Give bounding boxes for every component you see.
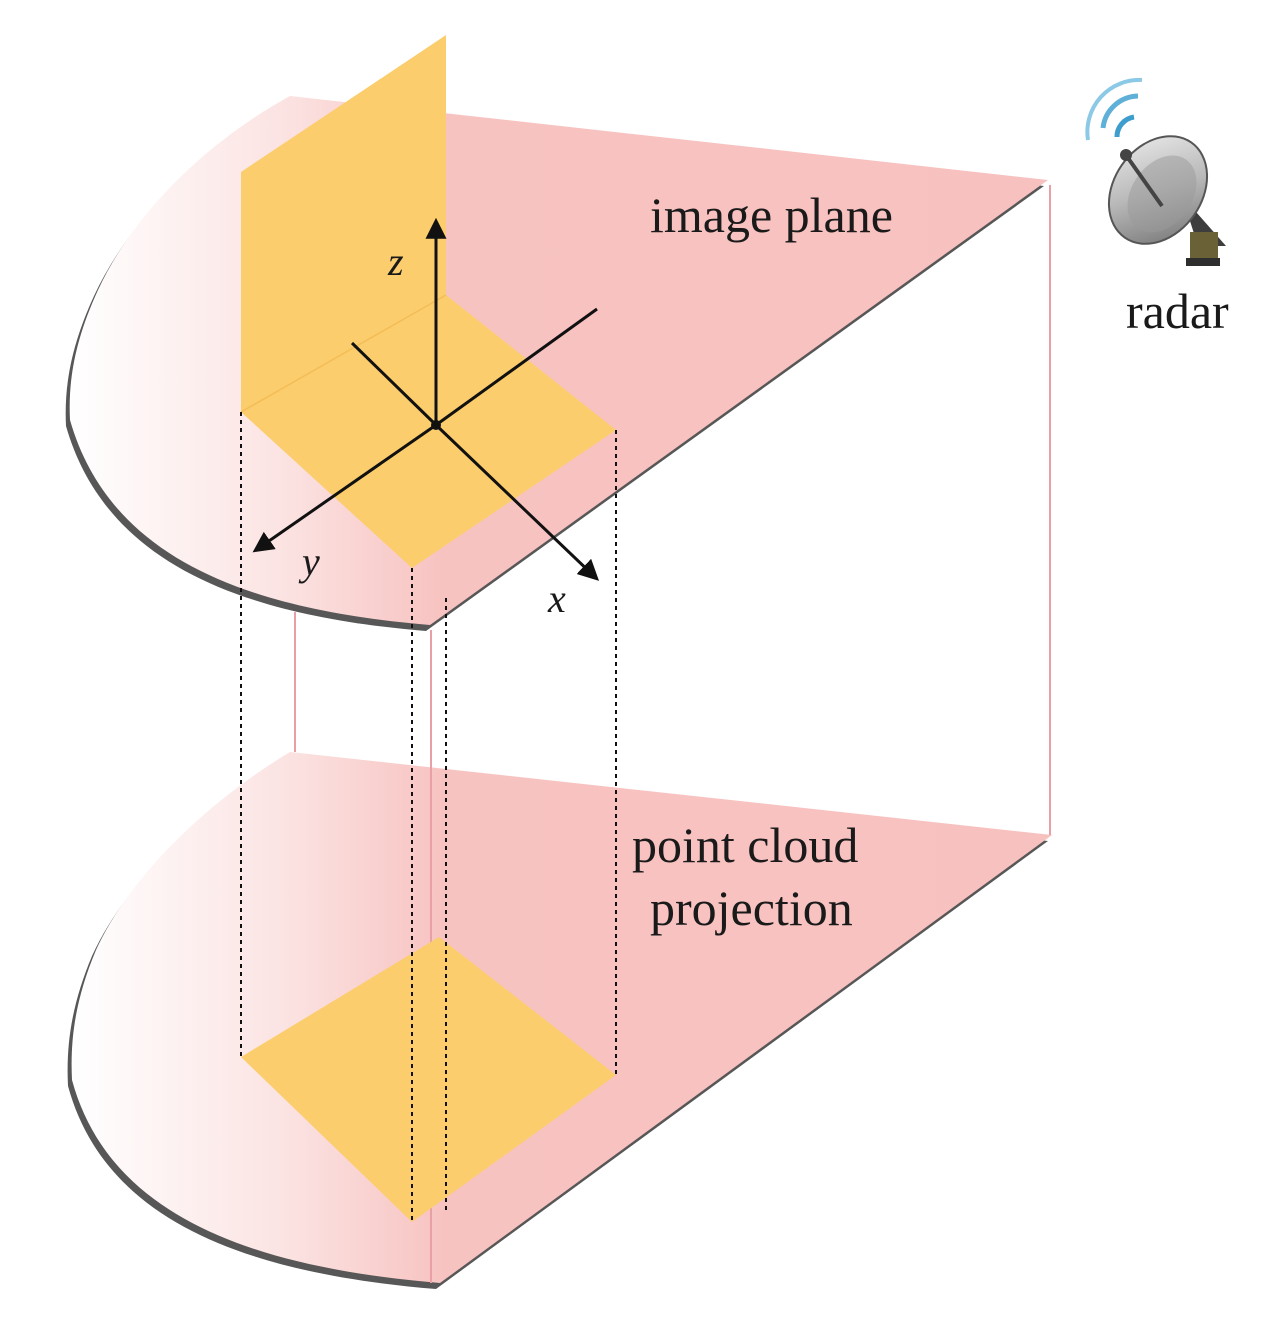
target-object-wall: [241, 35, 446, 412]
point-cloud-label-line2: projection: [650, 880, 853, 936]
axis-y-line: [252, 423, 437, 553]
axis-y-label: y: [298, 539, 320, 584]
axis-x-line: [434, 423, 600, 581]
axis-z-label: z: [387, 239, 404, 284]
projected-object-square: [241, 937, 616, 1222]
point-cloud-plane: [67, 752, 1052, 1289]
axis-origin: [431, 420, 441, 430]
radar-label: radar: [1126, 283, 1229, 339]
image-plane-surface: [69, 96, 1048, 625]
point-cloud-plane-surface: [71, 752, 1052, 1283]
point-cloud-label-line1: point cloud: [632, 817, 858, 873]
image-plane: [65, 96, 1048, 631]
coordinate-axes: [252, 217, 600, 581]
image-plane-label: image plane: [650, 187, 893, 243]
radar-dish-icon: [1085, 77, 1226, 266]
dotted-drop-lines: [240, 412, 617, 1222]
axis-x-label: x: [547, 576, 566, 621]
